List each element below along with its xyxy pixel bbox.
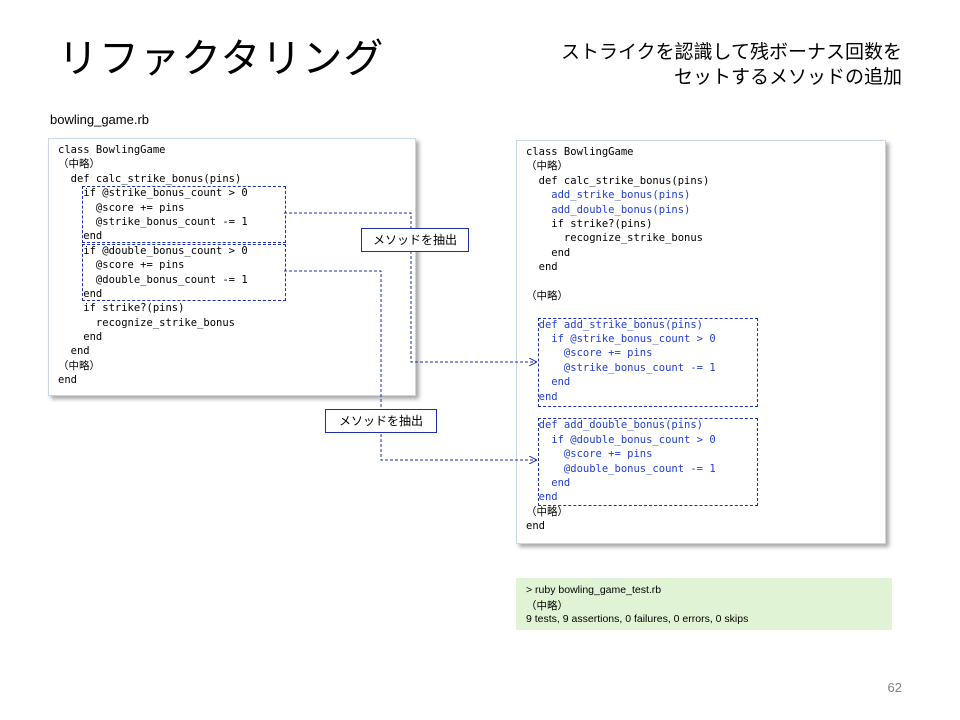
code-line: add_double_bonus(pins) (526, 203, 691, 216)
code-line: end (58, 230, 103, 243)
code-line: add_strike_bonus(pins) (526, 189, 691, 202)
code-line: end (526, 390, 558, 403)
code-line: @score += pins (58, 201, 185, 214)
code-line: recognize_strike_bonus (58, 316, 236, 329)
subtitle-line-2: セットするメソッドの追加 (673, 66, 902, 88)
code-line: class BowlingGame (526, 146, 634, 158)
code-line: （中略） (58, 359, 100, 372)
slide-title: リファクタリング (58, 36, 385, 82)
right-double-method-highlight (538, 418, 758, 506)
code-line: end (526, 476, 571, 489)
code-line: class BowlingGame (58, 144, 166, 156)
code-line: if @strike_bonus_count > 0 (526, 333, 716, 346)
code-line: def calc_strike_bonus(pins) (526, 174, 710, 187)
code-line: @score += pins (58, 259, 185, 272)
code-line: if strike?(pins) (58, 302, 185, 315)
code-line: end (58, 345, 90, 358)
code-line: @strike_bonus_count -= 1 (58, 215, 248, 228)
code-line: end (58, 331, 103, 344)
left-double-highlight (82, 244, 286, 301)
left-code: class BowlingGame （中略） def calc_strike_bo… (58, 143, 248, 388)
test-output-box: > ruby bowling_game_test.rb （中略） 9 tests… (516, 578, 892, 630)
right-strike-method-highlight (538, 318, 758, 407)
code-line: end (526, 246, 571, 259)
code-line: end (58, 374, 77, 387)
code-line: if @double_bonus_count > 0 (526, 433, 716, 446)
test-result: 9 tests, 9 assertions, 0 failures, 0 err… (526, 613, 749, 625)
test-command: > ruby bowling_game_test.rb (526, 584, 662, 596)
code-line: if strike?(pins) (526, 217, 653, 230)
code-line: if @double_bonus_count > 0 (58, 244, 248, 257)
code-line: （中略） (526, 289, 568, 302)
right-code: class BowlingGame （中略） def calc_strike_bo… (526, 145, 716, 534)
code-line: （中略） (58, 158, 100, 171)
arrow-double-extract (284, 270, 536, 460)
code-line: def add_double_bonus(pins) (526, 419, 704, 432)
code-line: def add_strike_bonus(pins) (526, 318, 704, 331)
code-line: （中略） (526, 505, 568, 518)
slide-subtitle: ストライクを認識して残ボーナス回数を セットするメソッドの追加 (561, 40, 902, 90)
test-omitted: （中略） (526, 600, 568, 612)
arrow-strike-extract (284, 212, 536, 362)
file-name: bowling_game.rb (50, 112, 150, 127)
code-line: end (526, 261, 558, 274)
right-code-box (516, 140, 886, 544)
code-line: recognize_strike_bonus (526, 232, 704, 245)
code-line: @score += pins (526, 347, 653, 360)
code-line: if @strike_bonus_count > 0 (58, 187, 248, 200)
extract-method-label-1: メソッドを抽出 (361, 228, 469, 252)
code-line: def calc_strike_bonus(pins) (58, 172, 242, 185)
code-line: end (58, 287, 103, 300)
code-line: end (526, 491, 558, 504)
subtitle-line-1: ストライクを認識して残ボーナス回数を (560, 41, 902, 63)
code-line: （中略） (526, 160, 568, 173)
code-line: @score += pins (526, 448, 653, 461)
left-code-box (48, 138, 416, 396)
code-line: end (526, 376, 571, 389)
extract-method-label-2: メソッドを抽出 (325, 409, 437, 433)
left-strike-highlight (82, 186, 286, 243)
code-line: @double_bonus_count -= 1 (58, 273, 248, 286)
code-line: @strike_bonus_count -= 1 (526, 361, 716, 374)
code-line: end (526, 520, 545, 533)
page-number: 62 (887, 680, 902, 695)
code-line: @double_bonus_count -= 1 (526, 462, 716, 475)
